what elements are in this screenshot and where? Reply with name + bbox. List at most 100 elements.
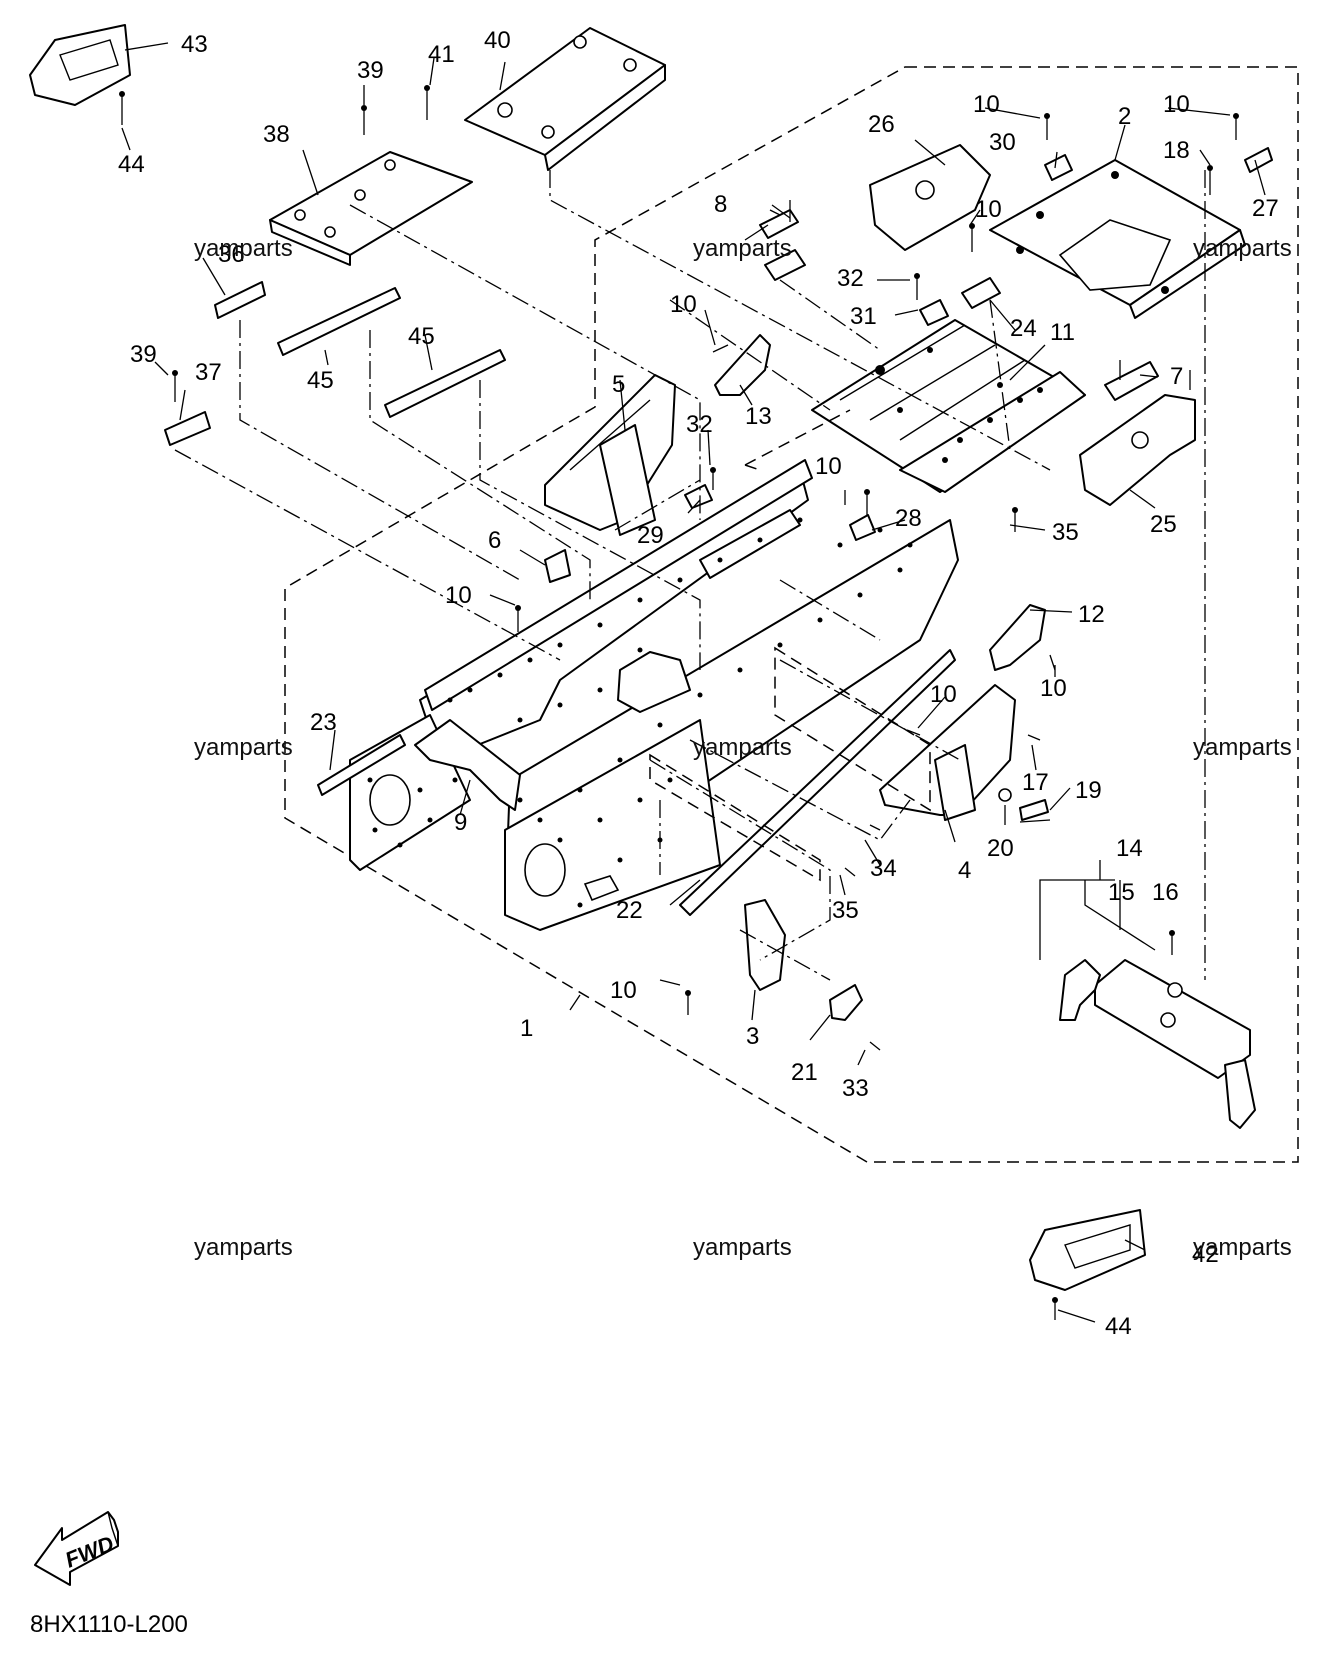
callout-39-b: 39 — [130, 341, 157, 368]
cover-38 — [269, 151, 473, 266]
callout-2: 2 — [1118, 103, 1131, 130]
callout-27: 27 — [1252, 195, 1279, 222]
clip-29 — [684, 484, 713, 509]
callout-23: 23 — [310, 709, 337, 736]
strip-45a — [277, 287, 401, 356]
callout-numbers: 1 2 3 4 5 6 7 8 9 10 10 10 10 10 10 10 1… — [118, 27, 1279, 1340]
callout-29: 29 — [637, 522, 664, 549]
callout-30: 30 — [989, 129, 1016, 156]
callout-11: 11 — [1050, 319, 1075, 346]
callout-17: 17 — [1022, 769, 1049, 796]
fwd-arrow-icon: FWD — [34, 1511, 119, 1586]
watermark-8: yamparts — [693, 1234, 792, 1261]
callout-28: 28 — [895, 505, 922, 532]
callout-42: 42 — [1192, 1241, 1219, 1268]
silencer-14 — [1059, 959, 1256, 1129]
clip-27 — [1244, 147, 1273, 173]
callout-9: 9 — [454, 809, 467, 836]
callout-36: 36 — [218, 241, 245, 268]
callout-6: 6 — [488, 527, 501, 554]
callout-33: 33 — [842, 1075, 869, 1102]
watermark-5: yamparts — [693, 734, 792, 761]
callout-leaders — [121, 42, 1266, 1323]
bolt-19 — [1019, 799, 1049, 821]
callout-10-c: 10 — [975, 196, 1002, 223]
callout-18: 18 — [1163, 137, 1190, 164]
pad-36 — [214, 281, 266, 319]
callout-39-a: 39 — [357, 57, 384, 84]
callout-40: 40 — [484, 27, 511, 54]
watermark-7: yamparts — [194, 1234, 293, 1261]
plate-24a — [764, 249, 806, 281]
callout-10-h: 10 — [930, 681, 957, 708]
plate-24b — [961, 277, 1001, 309]
frame-assembly-boundary — [284, 66, 1299, 1163]
callout-10-a: 10 — [973, 91, 1000, 118]
diagram-code: 8HX1110-L200 — [30, 1611, 188, 1638]
bracket-12 — [989, 604, 1046, 671]
footrest-42 — [1029, 1209, 1146, 1291]
callout-20: 20 — [987, 835, 1014, 862]
callout-31: 31 — [850, 303, 877, 330]
callout-19: 19 — [1075, 777, 1102, 804]
subgroup-box-b — [649, 753, 821, 882]
callout-8: 8 — [714, 191, 727, 218]
bracket-9 — [414, 719, 521, 811]
subgroup-box-c — [744, 409, 851, 471]
callout-10-i: 10 — [610, 977, 637, 1004]
clip-28 — [849, 514, 876, 541]
callout-22: 22 — [616, 897, 643, 924]
plate-21 — [829, 984, 863, 1021]
callout-37: 37 — [195, 359, 222, 386]
watermark-3: yamparts — [1193, 235, 1292, 262]
bracket-7 — [1104, 361, 1159, 401]
callout-25: 25 — [1150, 511, 1177, 538]
watermark-4: yamparts — [194, 734, 293, 761]
assembly-lines — [174, 170, 1206, 981]
watermark-9: yamparts — [1193, 1234, 1292, 1261]
bracket-37 — [164, 411, 211, 446]
frame-hole-left — [369, 774, 411, 826]
frame-hole-right — [524, 843, 566, 897]
callout-24: 24 — [1010, 315, 1037, 342]
callout-10-d: 10 — [670, 291, 697, 318]
callout-43: 43 — [181, 31, 208, 58]
plate-3 — [744, 899, 786, 991]
callout-45-b: 45 — [307, 367, 334, 394]
strip-45b — [384, 349, 506, 418]
callout-44-b: 44 — [1105, 1313, 1132, 1340]
callout-16: 16 — [1152, 879, 1179, 906]
callout-12: 12 — [1078, 601, 1105, 628]
callout-5: 5 — [612, 371, 625, 398]
callout-26: 26 — [868, 111, 895, 138]
bracket-4 — [879, 684, 1016, 821]
callout-32-b: 32 — [686, 411, 713, 438]
rear-subframe-plate — [811, 319, 1086, 493]
callout-14: 14 — [1116, 835, 1143, 862]
watermark-6: yamparts — [1193, 734, 1292, 761]
fasteners — [121, 90, 1237, 1320]
subgroup-box-a — [774, 646, 931, 812]
watermarks: yamparts yamparts yamparts yamparts yamp… — [194, 235, 1292, 1261]
callout-1: 1 — [520, 1015, 533, 1042]
watermark-1: yamparts — [194, 235, 293, 262]
callout-10-f: 10 — [445, 582, 472, 609]
callout-45-a: 45 — [408, 323, 435, 350]
cover-40 — [464, 27, 666, 171]
callout-35-a: 35 — [1052, 519, 1079, 546]
clip-30 — [1044, 154, 1073, 181]
callout-34: 34 — [870, 855, 897, 882]
callout-10-g: 10 — [1040, 675, 1067, 702]
rear-cover-plate — [989, 159, 1246, 319]
rail-22 — [679, 649, 956, 916]
watermark-2: yamparts — [693, 235, 792, 262]
callout-32-a: 32 — [837, 265, 864, 292]
bracket-25 — [1079, 394, 1196, 506]
bracket-13 — [714, 334, 771, 396]
callout-10-b: 10 — [1163, 91, 1190, 118]
callout-7: 7 — [1170, 363, 1183, 390]
bracket-5 — [544, 374, 676, 536]
clip-6 — [544, 549, 571, 583]
callout-4: 4 — [958, 857, 971, 884]
